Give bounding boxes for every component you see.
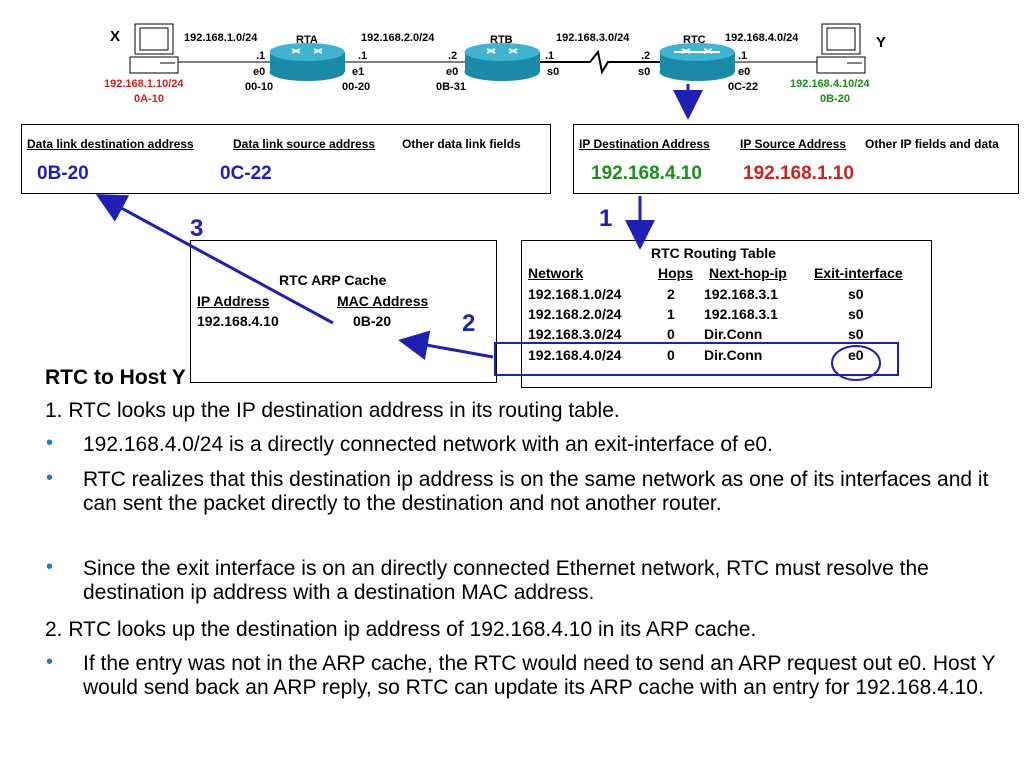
network-3-label: 192.168.3.0/24 xyxy=(556,32,630,44)
arrow-step-3 xyxy=(95,194,334,325)
host-y-name: Y xyxy=(876,34,887,51)
exit-interface-highlight xyxy=(831,345,881,381)
rta-left-addr: .1 xyxy=(256,50,266,62)
router-rtb-name: RTB xyxy=(490,34,513,46)
ip-other-header: Other IP fields and data xyxy=(865,137,999,151)
arp-mac-header: MAC Address xyxy=(337,293,429,309)
rtb-right-addr: .1 xyxy=(545,50,555,62)
network-2-label: 192.168.2.0/24 xyxy=(361,32,435,44)
overlay-graphics xyxy=(95,194,899,381)
bullet-icon: • xyxy=(46,432,54,454)
rt-row-1-nexthop: 192.168.3.1 xyxy=(704,286,778,302)
ip-dest-header: IP Destination Address xyxy=(579,137,710,151)
host-y-mac: 0B-20 xyxy=(820,93,850,105)
rt-row-3-nexthop: Dir.Conn xyxy=(704,326,763,342)
rtc-right-mac: 0C-22 xyxy=(728,81,758,93)
host-x-mac: 0A-10 xyxy=(134,93,164,105)
ip-src-value: 192.168.1.10 xyxy=(743,163,854,184)
rt-row-1-exit: s0 xyxy=(848,286,864,302)
arp-ip-header: IP Address xyxy=(197,293,270,309)
router-rtc-icon xyxy=(659,43,735,81)
rt-row-2-hops: 1 xyxy=(667,306,675,322)
routing-table-title: RTC Routing Table xyxy=(651,245,776,261)
arp-cache-title: RTC ARP Cache xyxy=(279,272,387,288)
rt-row-4-exit: e0 xyxy=(848,347,864,363)
rt-row-3-network: 192.168.3.0/24 xyxy=(528,326,622,342)
rt-row-2-network: 192.168.2.0/24 xyxy=(528,306,622,322)
step-2-label: 2 xyxy=(462,310,476,337)
arrow-step-2 xyxy=(398,330,494,361)
rtb-left-iface: e0 xyxy=(446,66,459,78)
frame-dest-header: Data link destination address xyxy=(27,137,194,151)
rta-left-iface: e0 xyxy=(253,66,266,78)
host-x-icon xyxy=(129,23,179,74)
route-highlight-box xyxy=(494,342,899,376)
rt-header-hops: Hops xyxy=(658,265,693,281)
arp-row-mac: 0B-20 xyxy=(353,313,392,329)
rta-right-mac: 00-20 xyxy=(342,81,371,93)
rt-header-exit: Exit-interface xyxy=(814,265,903,281)
router-rtc-name: RTC xyxy=(683,34,706,46)
network-1-label: 192.168.1.0/24 xyxy=(184,32,258,44)
bullet-icon: • xyxy=(46,467,54,489)
ip-packet-box: IP Destination Address IP Source Address… xyxy=(573,124,1019,194)
rtb-right-iface: s0 xyxy=(547,66,560,78)
rt-row-3-hops: 0 xyxy=(667,326,675,342)
frame-dest-value: 0B-20 xyxy=(37,163,89,184)
rt-row-4-nexthop: Dir.Conn xyxy=(704,347,763,363)
rtb-left-addr: .2 xyxy=(448,50,458,62)
host-x-ip: 192.168.1.10/24 xyxy=(104,78,184,90)
step-3-label: 3 xyxy=(190,215,204,242)
rta-right-addr: .1 xyxy=(358,50,368,62)
routing-table-box: RTC Routing Table Network Hops Next-hop-… xyxy=(521,240,932,388)
ip-dest-value: 192.168.4.10 xyxy=(591,163,702,184)
rt-row-2-nexthop: 192.168.3.1 xyxy=(704,306,778,322)
rta-left-mac: 00-10 xyxy=(245,81,274,93)
rt-header-nexthop: Next-hop-ip xyxy=(709,265,787,281)
rtc-right-addr: .1 xyxy=(738,50,748,62)
bullet-1-text: 192.168.4.0/24 is a directly connected n… xyxy=(83,433,773,456)
bullet-2-text: RTC realizes that this destination ip ad… xyxy=(83,468,989,515)
frame-other-header: Other data link fields xyxy=(402,137,521,151)
host-x-name: X xyxy=(110,28,121,45)
rtb-left-mac: 0B-31 xyxy=(436,81,466,93)
step-1-text: 1. RTC looks up the IP destination addre… xyxy=(45,399,620,422)
rt-row-1-network: 192.168.1.0/24 xyxy=(528,286,622,302)
arp-row-ip: 192.168.4.10 xyxy=(197,313,279,329)
rt-row-4-network: 192.168.4.0/24 xyxy=(528,347,622,363)
router-rta-name: RTA xyxy=(296,34,318,46)
step-2-text: 2. RTC looks up the destination ip addre… xyxy=(45,618,757,641)
ip-src-header: IP Source Address xyxy=(740,137,847,151)
arp-cache-box: RTC ARP Cache IP Address MAC Address 192… xyxy=(190,240,497,383)
rt-row-4-hops: 0 xyxy=(667,347,675,363)
step-1-label: 1 xyxy=(599,205,613,232)
rt-row-2-exit: s0 xyxy=(848,306,864,322)
host-y-icon xyxy=(816,23,866,74)
network-4-label: 192.168.4.0/24 xyxy=(725,32,799,44)
data-link-frame-box: Data link destination address Data link … xyxy=(21,124,551,194)
bullet-icon: • xyxy=(46,651,54,673)
rtc-left-iface: s0 xyxy=(638,66,651,78)
bullet-icon: • xyxy=(46,556,54,578)
rt-row-1-hops: 2 xyxy=(667,286,675,302)
network-diagram xyxy=(129,23,866,120)
rtc-right-iface: e0 xyxy=(738,66,751,78)
rt-header-network: Network xyxy=(528,265,584,281)
rt-row-3-exit: s0 xyxy=(848,326,864,342)
rtc-left-addr: .2 xyxy=(641,50,651,62)
host-y-ip: 192.168.4.10/24 xyxy=(790,78,870,90)
rta-right-iface: e1 xyxy=(352,66,365,78)
section-heading: RTC to Host Y xyxy=(45,366,186,389)
router-rta-icon xyxy=(269,43,345,81)
bullet-4-text: If the entry was not in the ARP cache, t… xyxy=(83,652,996,699)
bullet-3-text: Since the exit interface is on an direct… xyxy=(83,557,929,604)
frame-src-value: 0C-22 xyxy=(220,163,272,184)
router-rtb-icon xyxy=(464,43,540,81)
frame-src-header: Data link source address xyxy=(233,137,376,151)
